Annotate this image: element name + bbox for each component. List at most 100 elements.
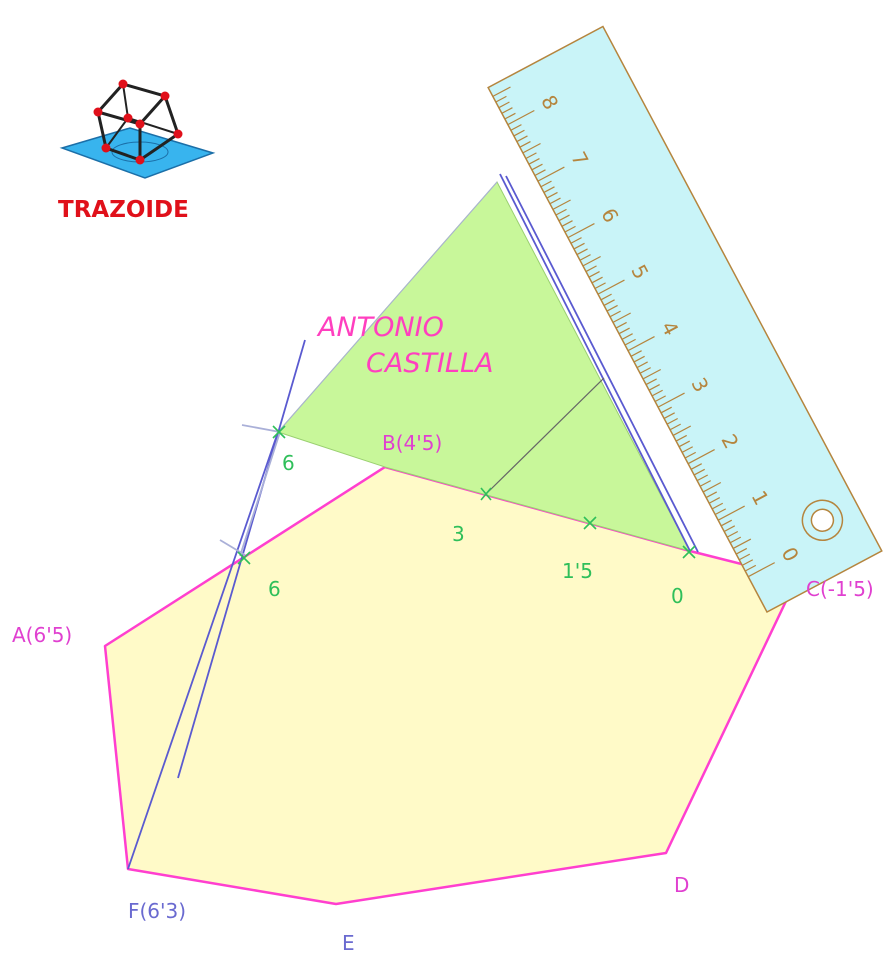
ruler-tick xyxy=(594,282,606,290)
ruler-tick xyxy=(639,367,651,374)
label-a: A(6'5) xyxy=(12,623,72,647)
logo-plane xyxy=(59,127,216,179)
ruler-tick xyxy=(651,389,663,397)
trazoide-logo: TRAZOIDE xyxy=(58,79,216,223)
mark-0: 0 xyxy=(671,584,684,608)
ruler-hole-icon xyxy=(801,499,844,541)
ruler-tick xyxy=(558,214,570,222)
ruler-tick xyxy=(537,166,565,182)
ruler-tick xyxy=(564,225,576,233)
ruler-tick xyxy=(693,468,706,476)
mark-6-lower: 6 xyxy=(268,577,281,601)
ruler-tick xyxy=(510,124,522,131)
ruler-tick xyxy=(507,109,535,126)
ruler-tick xyxy=(561,220,573,227)
ruler-tick xyxy=(552,199,571,210)
ruler-tick xyxy=(585,265,597,273)
ruler-tick xyxy=(543,186,555,193)
mark-6-upper: 6 xyxy=(282,451,295,475)
author-line-2: CASTILLA xyxy=(366,348,493,379)
ruler-tick xyxy=(720,519,733,527)
ruler-tick xyxy=(597,279,625,295)
ruler-tick xyxy=(690,463,703,470)
ruler-tick xyxy=(588,271,600,278)
label-f: F(6'3) xyxy=(128,899,186,923)
ruler-tick xyxy=(549,197,561,205)
ruler-tick xyxy=(609,310,621,318)
ruler-tick xyxy=(654,395,666,403)
ruler-tick xyxy=(660,406,672,414)
ruler-tick xyxy=(696,474,709,482)
ruler-tick xyxy=(591,276,603,284)
ruler-tick xyxy=(675,434,687,442)
ruler-tick xyxy=(669,423,681,431)
polygon-abcdef xyxy=(103,465,799,906)
ruler-tick xyxy=(729,536,742,544)
ruler-tick xyxy=(522,142,541,154)
ruler-tick xyxy=(624,338,636,346)
ruler-tick xyxy=(687,449,715,465)
ruler-tick xyxy=(657,392,685,408)
ruler-tick xyxy=(525,152,537,160)
ruler-tick xyxy=(603,299,615,306)
ruler-tick xyxy=(582,255,601,267)
ruler-tick xyxy=(684,451,697,459)
construction-lines xyxy=(127,173,699,870)
ruler-tick xyxy=(606,304,618,312)
ruler-tick xyxy=(567,223,595,239)
ruler-tick xyxy=(678,440,690,448)
ruler-tick xyxy=(495,95,507,103)
ruler-ticks xyxy=(492,86,775,578)
ruler-tick xyxy=(642,368,662,380)
logo-text: TRAZOIDE xyxy=(58,197,189,223)
ruler-tick xyxy=(531,163,543,171)
ruler-tick xyxy=(636,361,648,369)
ruler-tick xyxy=(621,333,633,340)
ruler-tick xyxy=(615,321,627,329)
ruler-tick xyxy=(546,191,558,199)
label-c: C(-1'5) xyxy=(806,577,874,601)
ruler-tick xyxy=(672,425,692,436)
ruler-tick xyxy=(711,502,724,510)
ruler-tick xyxy=(741,559,754,566)
ruler-tick xyxy=(528,158,540,165)
ruler-tick xyxy=(519,141,531,148)
ruler-tick xyxy=(570,237,582,244)
ruler-tick xyxy=(534,169,546,177)
author-line-1: ANTONIO xyxy=(316,312,444,343)
ruler-tick xyxy=(714,508,727,516)
ruler-tick xyxy=(738,553,751,561)
ruler-tick xyxy=(648,384,660,391)
ruler-tick xyxy=(498,101,510,109)
ruler-body xyxy=(487,25,883,614)
logo-vertices xyxy=(93,79,183,165)
ruler-tick xyxy=(645,378,657,386)
label-b: B(4'5) xyxy=(382,431,442,455)
ruler-tick xyxy=(726,530,739,538)
ruler-tick xyxy=(744,564,757,572)
ruler-tick xyxy=(573,242,585,250)
ruler-tick xyxy=(723,525,736,533)
ruler-tick xyxy=(618,327,630,335)
ruler-tick xyxy=(747,562,775,578)
ruler-tick xyxy=(513,129,525,137)
ruler-tick xyxy=(627,336,655,352)
ruler-tick xyxy=(708,497,721,504)
ruler-tick xyxy=(702,481,722,493)
label-e: E xyxy=(342,931,355,955)
ruler-tick xyxy=(666,417,678,425)
mark-3: 3 xyxy=(452,522,465,546)
ruler-tick xyxy=(633,355,645,363)
ruler-tick xyxy=(630,350,642,357)
ruler-tick xyxy=(705,491,718,499)
ruler-tick xyxy=(732,538,752,549)
mark-1-5: 1'5 xyxy=(562,559,593,583)
ruler-tick xyxy=(516,135,528,143)
ruler-tick xyxy=(681,446,693,453)
ruler-tick xyxy=(492,86,511,97)
ruler-tick xyxy=(555,208,567,216)
ruler-tick xyxy=(612,312,631,323)
ruler-tick xyxy=(540,180,552,188)
ruler-tick xyxy=(576,248,588,256)
